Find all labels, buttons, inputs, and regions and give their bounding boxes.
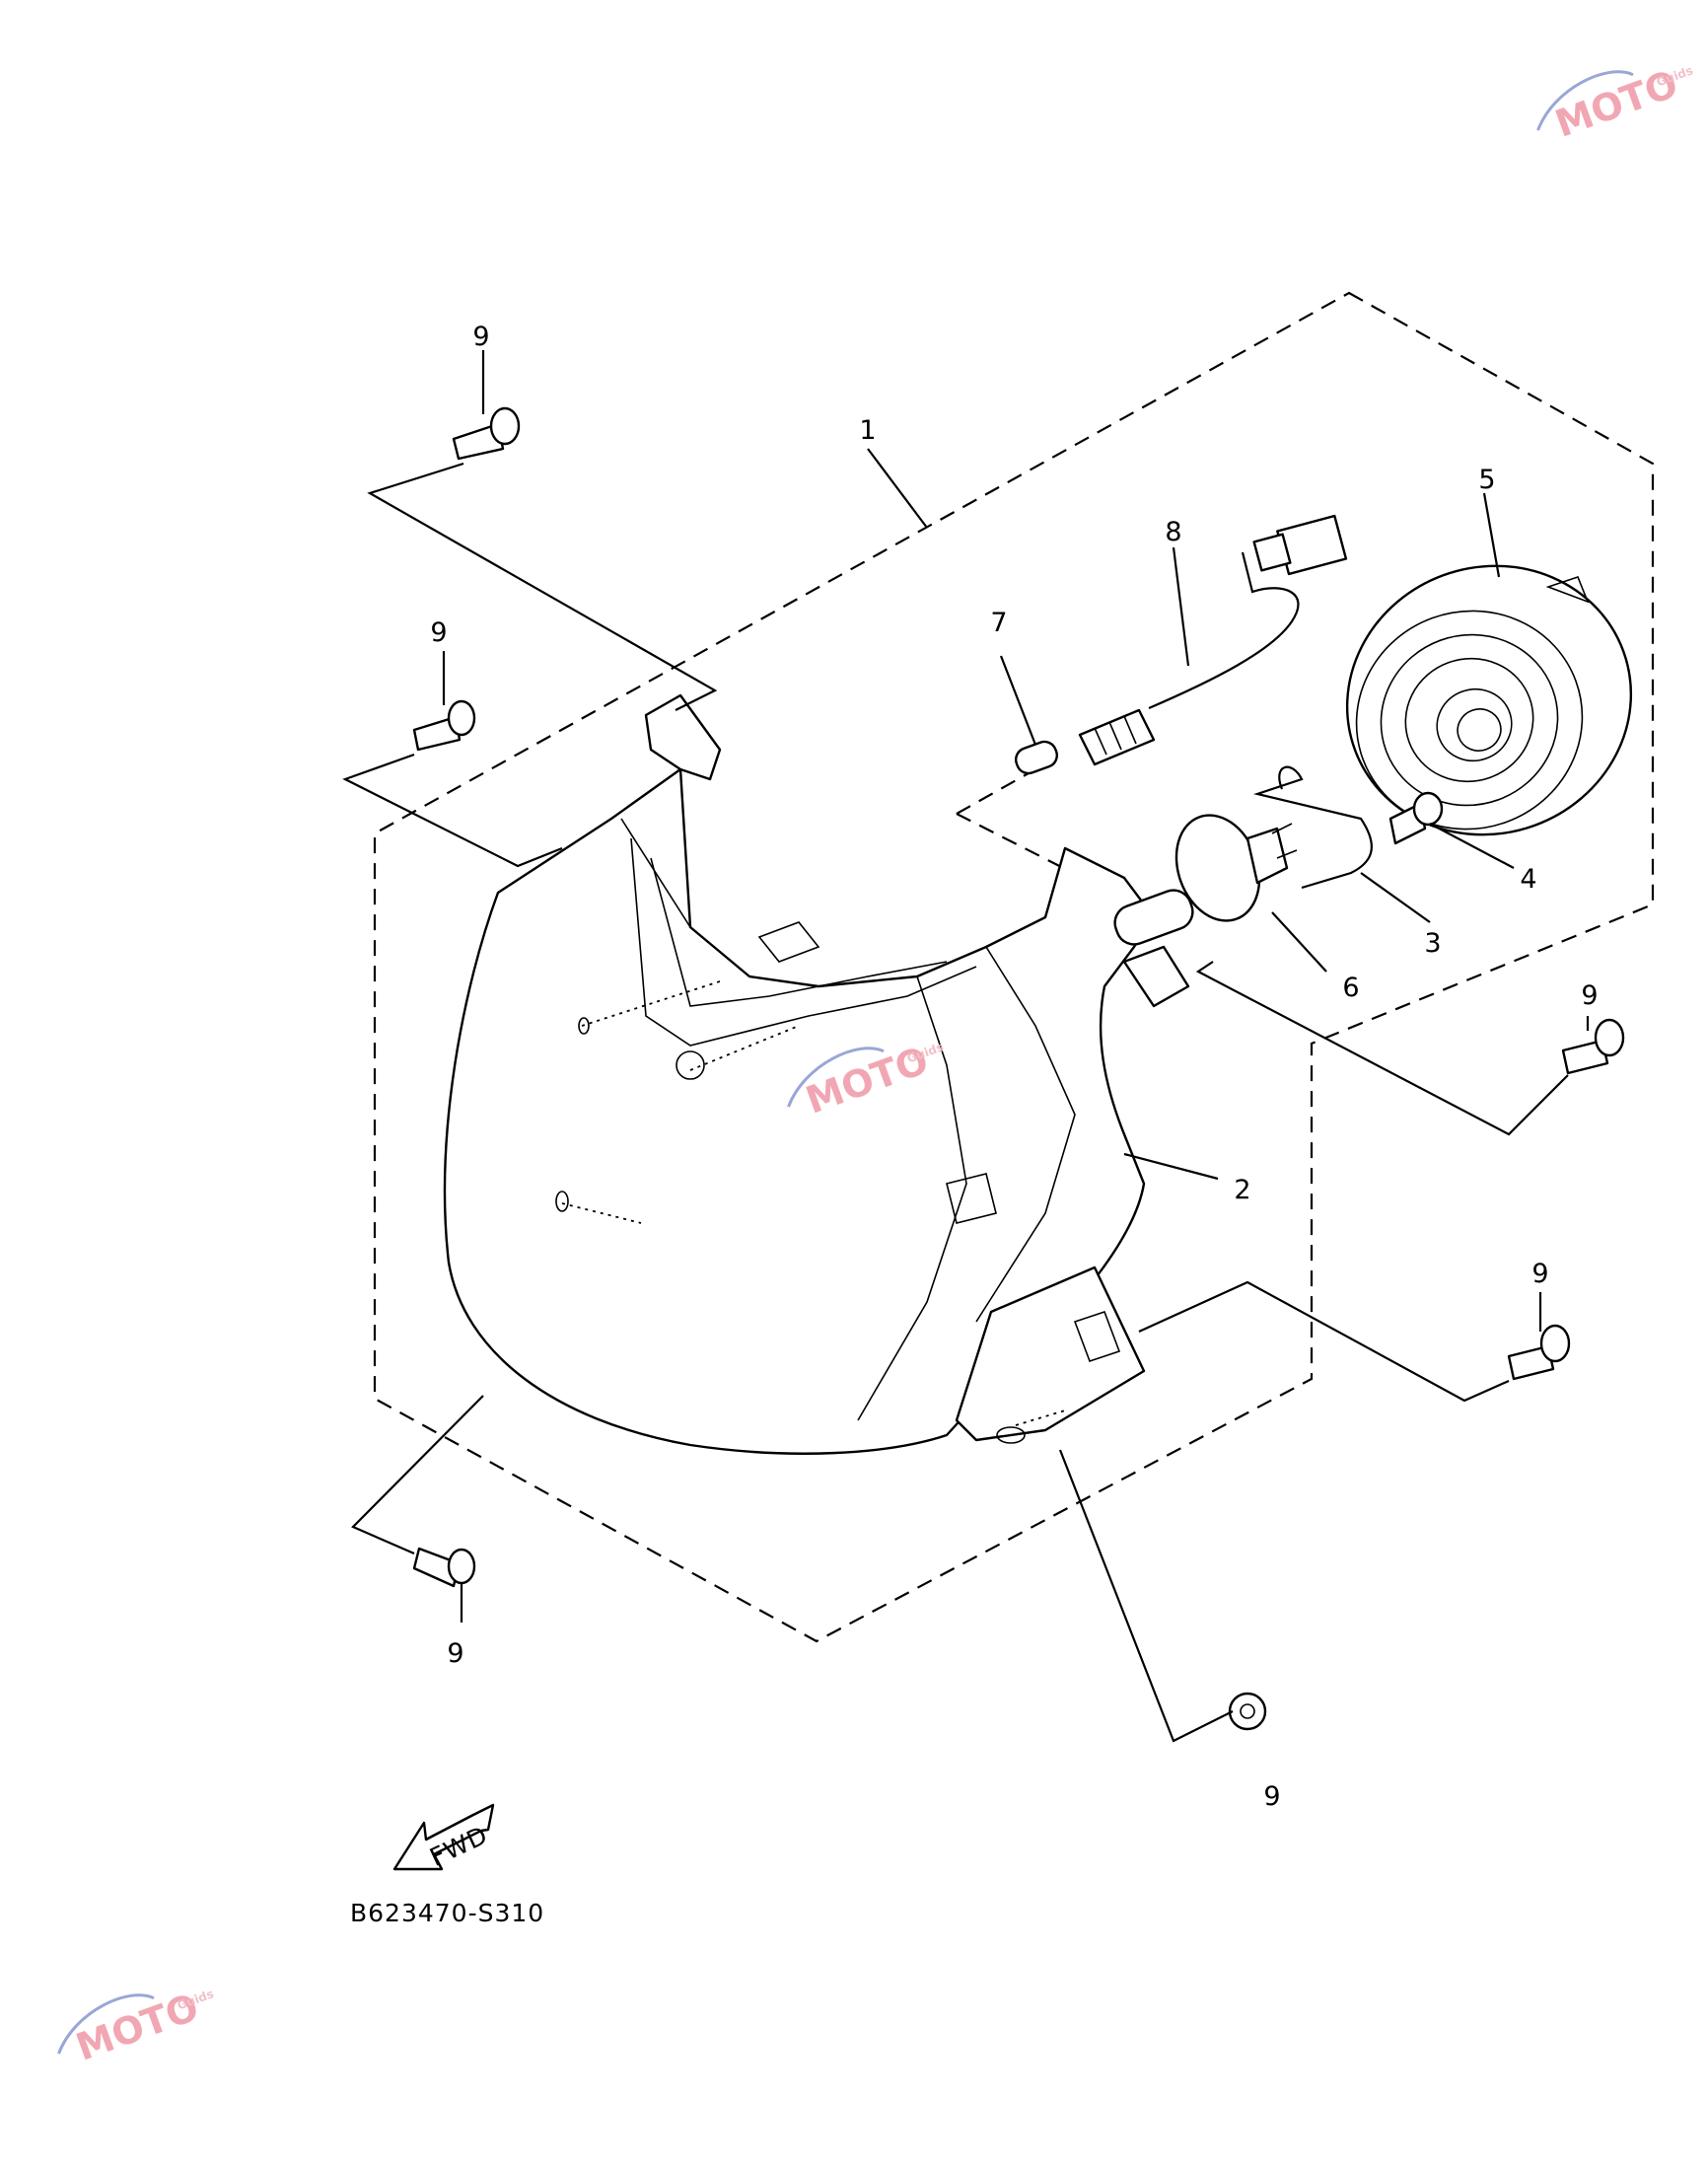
callout-1: 1 (859, 415, 876, 446)
leader-6 (1271, 911, 1327, 973)
leader-2 (1123, 1152, 1219, 1181)
screw-9c (1561, 1018, 1625, 1075)
leader-7 (999, 655, 1037, 746)
callout-8: 8 (1165, 517, 1181, 547)
bulb-cover (1345, 564, 1633, 836)
watermark-logo-top: MOTO Guids (1536, 62, 1695, 146)
leader-3 (1360, 872, 1431, 923)
watermark-logo-bottom: MOTO Guids (57, 1986, 216, 2069)
socket-cord (1078, 514, 1348, 766)
hole-2 (676, 1050, 705, 1080)
hidden-line-3 (561, 1202, 642, 1224)
cover-screw (1388, 791, 1444, 845)
hidden-line-4 (1015, 1409, 1066, 1426)
headlight-bulb (1113, 814, 1298, 946)
screw-9a (452, 406, 521, 461)
callout-6: 6 (1342, 973, 1359, 1003)
screw-9b (412, 699, 476, 752)
hidden-line-1 (581, 980, 721, 1027)
bulb-spring (1252, 765, 1373, 890)
hole-3 (555, 1191, 569, 1212)
headlight-housing (443, 693, 1190, 1455)
callout-9e: 9 (447, 1638, 463, 1669)
leader-1 (867, 448, 928, 529)
leader-9d-run (1138, 1280, 1510, 1403)
drawing-code: B623470-S310 (350, 1899, 544, 1927)
screw-9d (1507, 1324, 1571, 1381)
leader-9e-run (351, 1395, 484, 1555)
leader-9f (1058, 1449, 1234, 1743)
callout-9d: 9 (1531, 1259, 1548, 1289)
position-bulb (1015, 740, 1058, 775)
leader-4 (1429, 823, 1515, 869)
callout-3: 3 (1424, 928, 1441, 959)
assembly-boundary-inner-2 (956, 768, 1036, 815)
leader-9b-run (342, 753, 563, 868)
leader-9a-run (367, 462, 718, 711)
hole-1 (578, 1017, 590, 1035)
callout-9f: 9 (1263, 1781, 1280, 1812)
callout-4: 4 (1520, 864, 1536, 895)
forward-direction-arrow: FWD (392, 1803, 495, 1872)
callout-9b: 9 (430, 617, 447, 648)
leader-5 (1482, 492, 1501, 578)
callout-9a: 9 (472, 322, 489, 352)
callout-9c: 9 (1581, 980, 1598, 1011)
nut-9f (1228, 1692, 1267, 1731)
leader-9c-run (1195, 961, 1569, 1136)
callout-2: 2 (1234, 1175, 1250, 1205)
callout-5: 5 (1478, 465, 1495, 495)
callout-7: 7 (990, 608, 1007, 638)
assembly-boundary (373, 291, 1655, 1643)
leader-8 (1172, 546, 1190, 667)
screw-9e (412, 1547, 476, 1588)
